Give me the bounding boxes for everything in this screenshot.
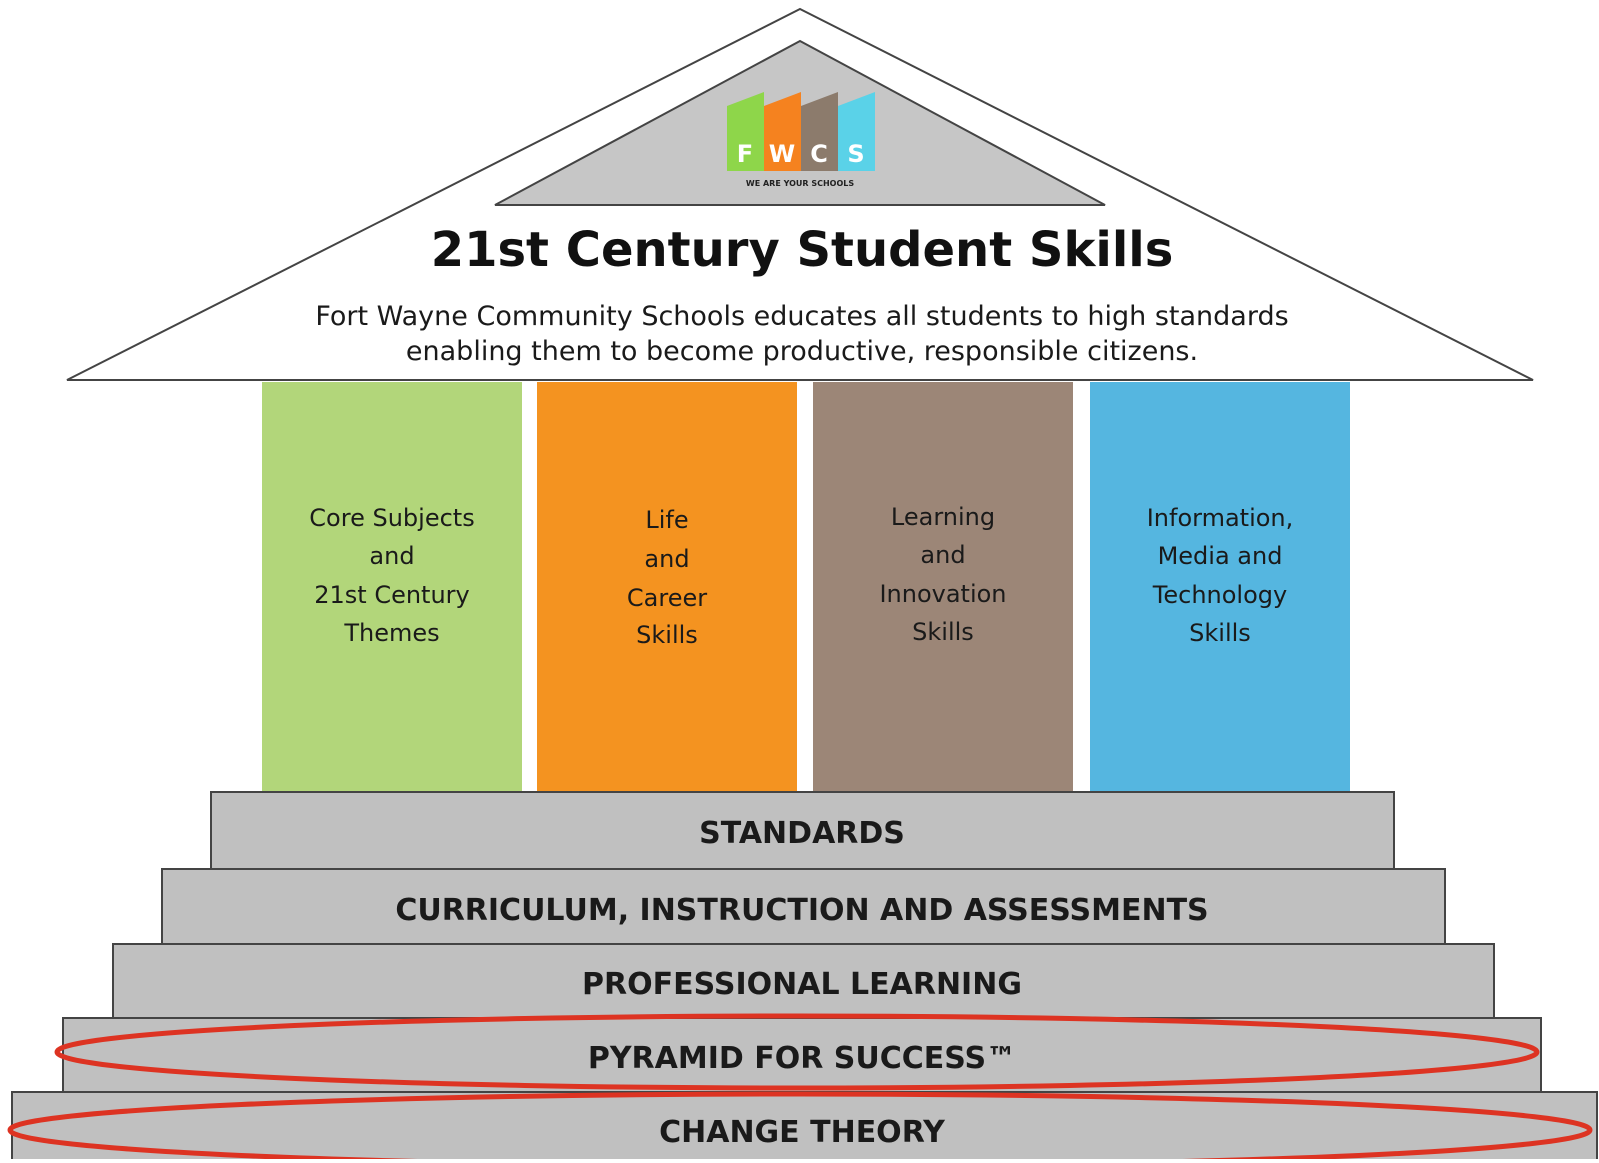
pillar-core-subjects-line-2: and — [369, 542, 414, 570]
mission-line-2: enabling them to become productive, resp… — [406, 336, 1198, 367]
pillar-life-career-line-3: Career — [627, 584, 707, 612]
step-curriculum-instruction-assessments: CURRICULUM, INSTRUCTION AND ASSESSMENTS — [161, 868, 1446, 945]
logo-bar-taupe — [801, 92, 838, 171]
step-change-theory-label: CHANGE THEORY — [659, 1115, 946, 1150]
pillar-life-career-line-2: and — [644, 545, 689, 573]
pillar-information-media-line-2: Media and — [1158, 542, 1283, 570]
pillar-life-career-line-4: Skills — [636, 621, 698, 649]
highlight-ring-change-theory — [7, 1091, 1593, 1163]
pillar-learning-innovation-line-1: Learning — [891, 503, 995, 531]
logo-tagline: WE ARE YOUR SCHOOLS — [746, 179, 854, 188]
step-standards-slab — [210, 791, 1395, 870]
step-standards: STANDARDS — [210, 791, 1395, 870]
logo-bar-orange — [764, 92, 801, 171]
logo-letter-w: W — [769, 140, 795, 168]
step-pyramid-for-success-label: PYRAMID FOR SUCCESS™ — [588, 1041, 1016, 1076]
step-standards-label: STANDARDS — [699, 816, 905, 851]
step-professional-learning-label: PROFESSIONAL LEARNING — [582, 967, 1022, 1002]
pillar-learning-innovation-line-3: Innovation — [879, 580, 1006, 608]
step-professional-learning: PROFESSIONAL LEARNING — [112, 943, 1495, 1019]
pillar-learning-innovation-line-2: and — [920, 541, 965, 569]
pillar-core-subjects-line-4: Themes — [343, 619, 439, 647]
pillar-information-media: Information, Media and Technology Skills — [1090, 382, 1350, 792]
pillar-information-media-line-4: Skills — [1189, 619, 1251, 647]
pillar-core-subjects-line-1: Core Subjects — [309, 504, 474, 532]
mission-line-1: Fort Wayne Community Schools educates al… — [315, 301, 1288, 332]
pillar-life-career-body — [537, 382, 797, 792]
step-pyramid-for-success: PYRAMID FOR SUCCESS™ — [62, 1017, 1542, 1093]
pillar-information-media-line-1: Information, — [1147, 504, 1294, 532]
pillar-information-media-body — [1090, 382, 1350, 792]
pillar-core-subjects: Core Subjects and 21st Century Themes — [262, 382, 522, 792]
logo-letter-s: S — [847, 140, 864, 168]
step-professional-learning-slab — [112, 943, 1495, 1019]
fwcs-logo: F W C S WE ARE YOUR SCHOOLS — [727, 92, 875, 188]
pillar-life-career: Life and Career Skills — [537, 382, 797, 792]
pillar-core-subjects-body — [262, 382, 522, 792]
logo-bar-cyan — [838, 92, 875, 171]
highlight-ring-pyramid-for-success — [54, 1013, 1540, 1091]
logo-letter-f: F — [737, 140, 753, 168]
logo-letter-c: C — [810, 140, 828, 168]
pillar-life-career-line-1: Life — [645, 506, 688, 534]
pillar-learning-innovation: Learning and Innovation Skills — [813, 382, 1073, 792]
logo-bar-green — [727, 92, 764, 171]
pillar-learning-innovation-line-4: Skills — [912, 618, 974, 646]
pillar-information-media-line-3: Technology — [1152, 581, 1287, 609]
pillar-core-subjects-line-3: 21st Century — [314, 581, 470, 609]
pillar-learning-innovation-body — [813, 382, 1073, 792]
step-curriculum-instruction-assessments-label: CURRICULUM, INSTRUCTION AND ASSESSMENTS — [395, 893, 1208, 928]
diagram-title: 21st Century Student Skills — [431, 222, 1174, 278]
